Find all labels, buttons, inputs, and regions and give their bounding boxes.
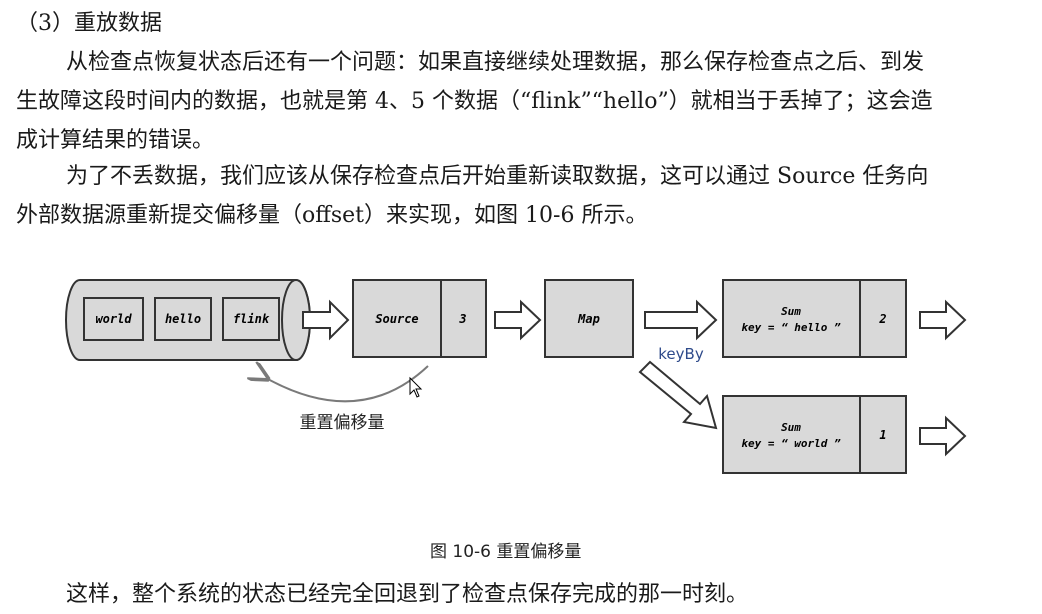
map-operator: Map xyxy=(544,279,634,358)
svg-text:world: world xyxy=(95,312,132,326)
arrow-sum-world-out xyxy=(919,415,967,457)
arrow-source-to-map xyxy=(494,299,542,341)
paragraph2-line1: 为了不丢数据，我们应该从保存检查点后开始重新读取数据，这可以通过 Source … xyxy=(66,164,929,189)
final-paragraph: 这样，整个系统的状态已经完全回退到了检查点保存完成的那一时刻。 xyxy=(66,582,749,607)
paragraph2-line2: 外部数据源重新提交偏移量（offset）来实现，如图 10-6 所示。 xyxy=(16,203,648,228)
paragraph1-line3: 成计算结果的错误。 xyxy=(16,128,215,153)
paragraph1-line1: 从检查点恢复状态后还有一个问题：如果直接继续处理数据，那么保存检查点之后、到发 xyxy=(66,50,925,75)
svg-text:3: 3 xyxy=(458,312,466,326)
svg-text:Source: Source xyxy=(375,312,418,326)
keyby-label: keyBy xyxy=(658,345,704,363)
svg-text:Sum: Sum xyxy=(781,305,801,318)
arrow-queue-to-source xyxy=(302,299,350,341)
svg-text:hello: hello xyxy=(165,312,201,326)
paragraph1-line2: 生故障这段时间内的数据，也就是第 4、5 个数据（“flink”“hello”）… xyxy=(16,89,933,114)
svg-text:2: 2 xyxy=(878,312,886,326)
svg-text:key = “ world ”: key = “ world ” xyxy=(741,437,841,450)
reset-offset-label: 重置偏移量 xyxy=(300,413,385,433)
svg-text:key = “ hello ”: key = “ hello ” xyxy=(741,321,841,334)
arrow-map-to-sum-hello xyxy=(644,299,718,341)
reset-offset-curve-arrow xyxy=(266,366,429,403)
mouse-cursor-icon xyxy=(409,376,423,398)
sum-operator-hello: Sum key = “ hello ” 2 xyxy=(722,279,907,358)
svg-text:Map: Map xyxy=(577,312,600,326)
section-heading: （3）重放数据 xyxy=(16,11,162,36)
arrow-sum-hello-out xyxy=(919,299,967,341)
figure-caption: 图 10-6 重置偏移量 xyxy=(430,542,582,562)
queue-item-hello: hello xyxy=(154,297,212,341)
svg-text:1: 1 xyxy=(879,428,886,442)
arrow-map-to-sum-world xyxy=(638,360,718,430)
svg-text:flink: flink xyxy=(233,312,270,326)
source-operator: Source 3 xyxy=(352,279,487,358)
queue-item-flink: flink xyxy=(222,297,280,341)
queue-item-world: world xyxy=(83,297,144,341)
svg-text:Sum: Sum xyxy=(781,421,801,434)
sum-operator-world: Sum key = “ world ” 1 xyxy=(722,395,907,474)
